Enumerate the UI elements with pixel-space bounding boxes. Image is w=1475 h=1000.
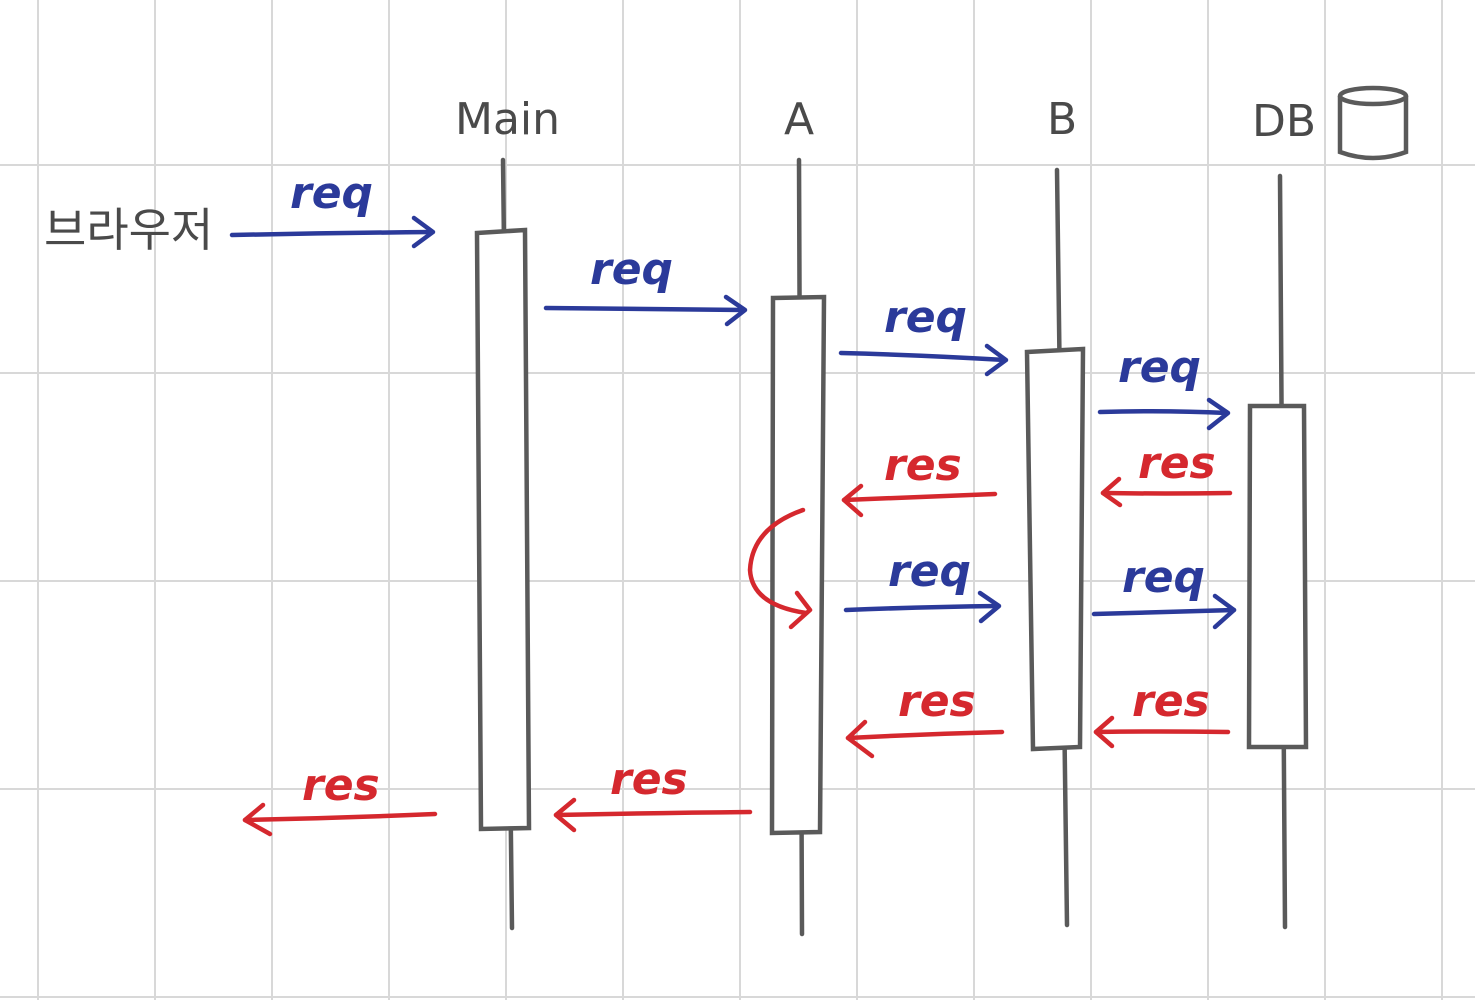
activation-a (769, 294, 827, 836)
message-label: req (1122, 552, 1205, 603)
participant-label-main: Main (455, 94, 560, 145)
message-b-to-a-res: res (841, 440, 998, 518)
participant-label-a: A (784, 94, 814, 145)
self-call-arrow-a (747, 507, 813, 630)
message-browser-to-main-req: req (229, 168, 436, 249)
message-label: res (1138, 438, 1216, 489)
participant-label-b: B (1047, 94, 1077, 145)
message-label: req (290, 168, 373, 219)
message-main-to-a-req: req (543, 244, 748, 327)
cylinder-icon (1337, 85, 1409, 161)
message-label: res (1132, 676, 1210, 727)
message-b-to-a-res-2: res (845, 676, 1005, 759)
activation-main (474, 227, 532, 832)
message-label: req (884, 292, 967, 343)
message-label: res (302, 760, 380, 811)
message-label: req (888, 546, 971, 597)
external-actor-label: 브라우저 (44, 203, 213, 257)
message-b-to-db-req-2: req (1091, 552, 1237, 630)
message-label: res (884, 440, 962, 491)
activation-b (1024, 346, 1086, 752)
activation-db (1246, 403, 1309, 750)
message-b-to-db-req: req (1097, 342, 1231, 431)
message-db-to-b-res: res (1100, 438, 1233, 508)
message-a-to-b-req: req (838, 292, 1009, 377)
message-a-to-b-req-2: req (843, 546, 1002, 624)
message-main-to-browser-res: res (242, 760, 438, 837)
message-label: req (1118, 342, 1201, 393)
message-label: req (590, 244, 673, 295)
message-a-to-main-res: res (553, 754, 753, 833)
participant-label-db: DB (1252, 96, 1316, 147)
message-label: res (610, 754, 688, 805)
message-label: res (898, 676, 976, 727)
message-db-to-b-res-2: res (1093, 676, 1231, 749)
